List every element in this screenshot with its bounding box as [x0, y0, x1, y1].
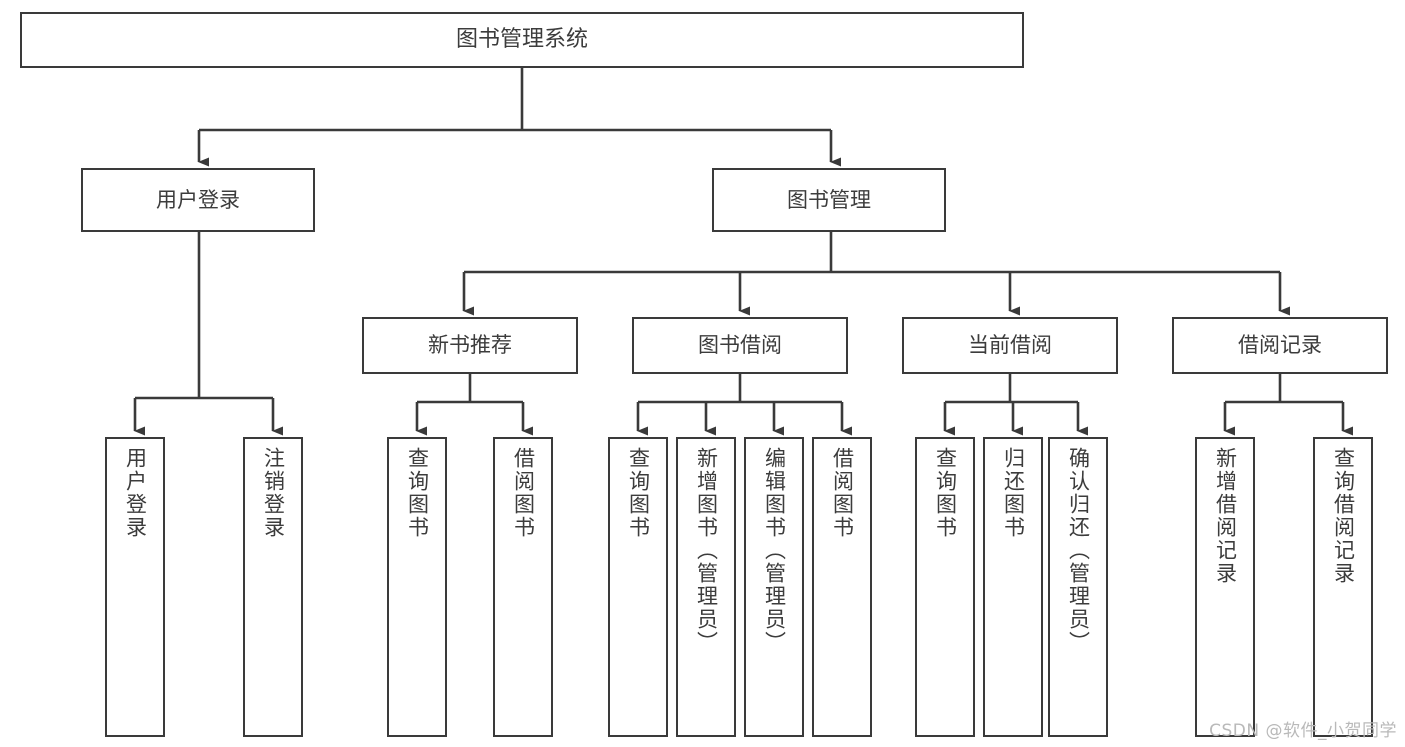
- node-current-borrow[interactable]: 当前借阅: [902, 317, 1118, 374]
- node-leaf-return-book-label: 归还图书: [1001, 447, 1026, 539]
- node-user-login[interactable]: 用户登录: [81, 168, 315, 232]
- node-leaf-borrow-book-1-label: 借阅图书: [511, 447, 536, 539]
- node-leaf-return-book[interactable]: 归还图书: [983, 437, 1043, 737]
- node-leaf-confirm-return-label: 确认归还（管理员）: [1066, 447, 1091, 654]
- node-current-borrow-label: 当前借阅: [968, 333, 1052, 358]
- node-leaf-query-record-label: 查询借阅记录: [1331, 447, 1356, 585]
- node-borrow-record-label: 借阅记录: [1238, 333, 1322, 358]
- node-leaf-add-book[interactable]: 新增图书（管理员）: [676, 437, 736, 737]
- node-book-borrow-label: 图书借阅: [698, 333, 782, 358]
- node-leaf-borrow-book-2-label: 借阅图书: [830, 447, 855, 539]
- node-leaf-borrow-book-2[interactable]: 借阅图书: [812, 437, 872, 737]
- node-leaf-logout-login[interactable]: 注销登录: [243, 437, 303, 737]
- node-leaf-query-book-3-label: 查询图书: [933, 447, 958, 539]
- node-new-book-recommend[interactable]: 新书推荐: [362, 317, 578, 374]
- node-leaf-logout-login-label: 注销登录: [261, 447, 286, 539]
- node-leaf-add-record[interactable]: 新增借阅记录: [1195, 437, 1255, 737]
- node-leaf-add-record-label: 新增借阅记录: [1213, 447, 1238, 585]
- node-leaf-query-book-1[interactable]: 查询图书: [387, 437, 447, 737]
- node-user-login-label: 用户登录: [156, 187, 240, 212]
- node-leaf-user-login-label: 用户登录: [123, 447, 148, 539]
- node-leaf-borrow-book-1[interactable]: 借阅图书: [493, 437, 553, 737]
- node-leaf-query-book-3[interactable]: 查询图书: [915, 437, 975, 737]
- node-leaf-user-login[interactable]: 用户登录: [105, 437, 165, 737]
- node-leaf-add-book-label: 新增图书（管理员）: [694, 447, 719, 654]
- node-borrow-record[interactable]: 借阅记录: [1172, 317, 1388, 374]
- node-book-borrow[interactable]: 图书借阅: [632, 317, 848, 374]
- node-book-manage[interactable]: 图书管理: [712, 168, 946, 232]
- node-leaf-query-book-2[interactable]: 查询图书: [608, 437, 668, 737]
- node-leaf-confirm-return[interactable]: 确认归还（管理员）: [1048, 437, 1108, 737]
- node-leaf-edit-book-label: 编辑图书（管理员）: [762, 447, 787, 654]
- node-book-manage-label: 图书管理: [787, 187, 871, 212]
- node-root-system-label: 图书管理系统: [455, 26, 588, 52]
- node-leaf-query-record[interactable]: 查询借阅记录: [1313, 437, 1373, 737]
- node-root-system[interactable]: 图书管理系统: [20, 12, 1024, 68]
- node-new-book-recommend-label: 新书推荐: [428, 333, 512, 358]
- node-leaf-query-book-2-label: 查询图书: [626, 447, 651, 539]
- node-leaf-edit-book[interactable]: 编辑图书（管理员）: [744, 437, 804, 737]
- node-leaf-query-book-1-label: 查询图书: [405, 447, 430, 539]
